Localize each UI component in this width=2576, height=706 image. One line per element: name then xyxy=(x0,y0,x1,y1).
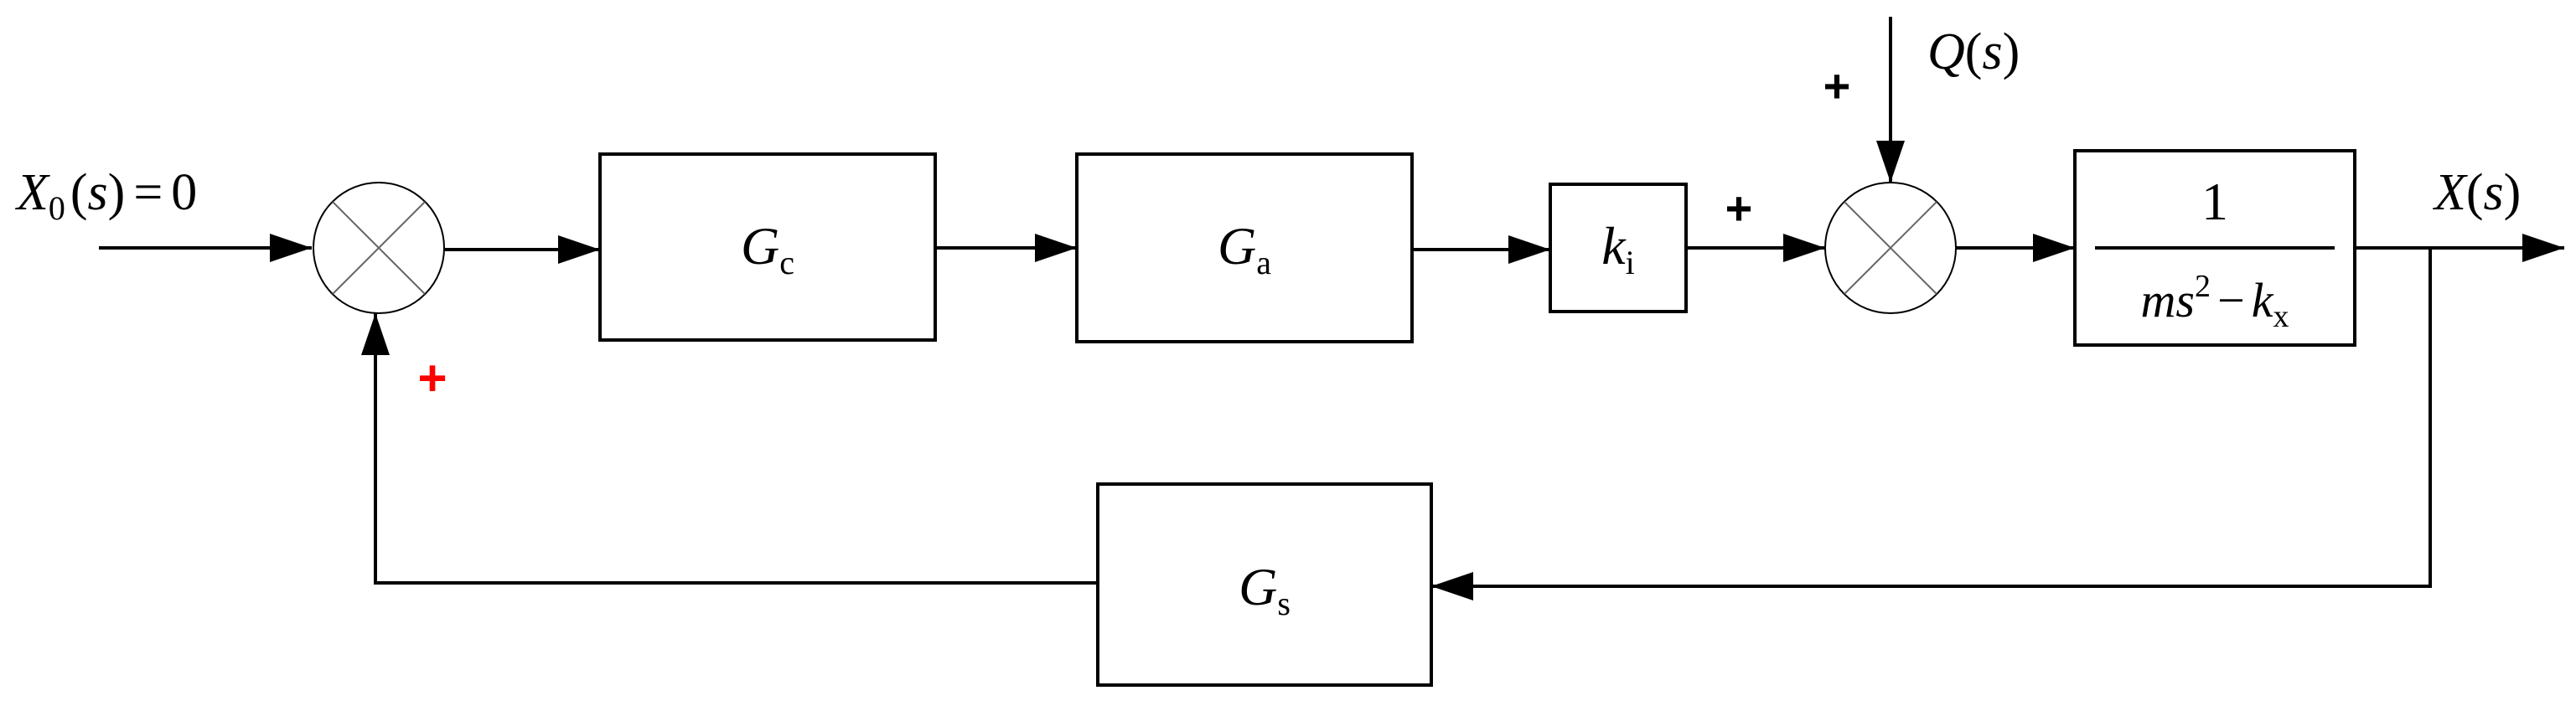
input-label: X0(s)=0 xyxy=(14,164,197,227)
plant-numerator: 1 xyxy=(2201,172,2228,231)
gs-label: Gs xyxy=(1239,557,1291,622)
input-value: 0 xyxy=(171,164,197,221)
summing-junction-1 xyxy=(313,182,445,314)
ga-label: Ga xyxy=(1218,216,1271,281)
feedback-plus-sign: + xyxy=(417,350,447,406)
input-open: ( xyxy=(70,164,88,221)
summing-junction-2 xyxy=(1824,182,1957,314)
ki-plus-sign: + xyxy=(1725,182,1753,234)
input-var: X xyxy=(14,164,50,221)
input-arg: s xyxy=(88,164,108,221)
input-close: ) xyxy=(108,164,126,221)
ki-label: ki xyxy=(1601,216,1635,281)
disturbance-plus-sign: + xyxy=(1823,59,1851,112)
ga-block xyxy=(1075,152,1414,343)
feedback-path-left xyxy=(361,313,1098,585)
gc-label: Gc xyxy=(741,216,794,281)
plant-denominator: ms2−kx xyxy=(2141,269,2289,334)
feedback-path-right xyxy=(1431,248,2432,600)
gc-block xyxy=(598,152,937,342)
gs-block xyxy=(1096,482,1433,687)
output-label: X(s) xyxy=(2432,164,2521,221)
input-eq: = xyxy=(133,164,163,221)
input-sub: 0 xyxy=(49,189,65,227)
disturbance-label: Q(s) xyxy=(1927,23,2020,80)
